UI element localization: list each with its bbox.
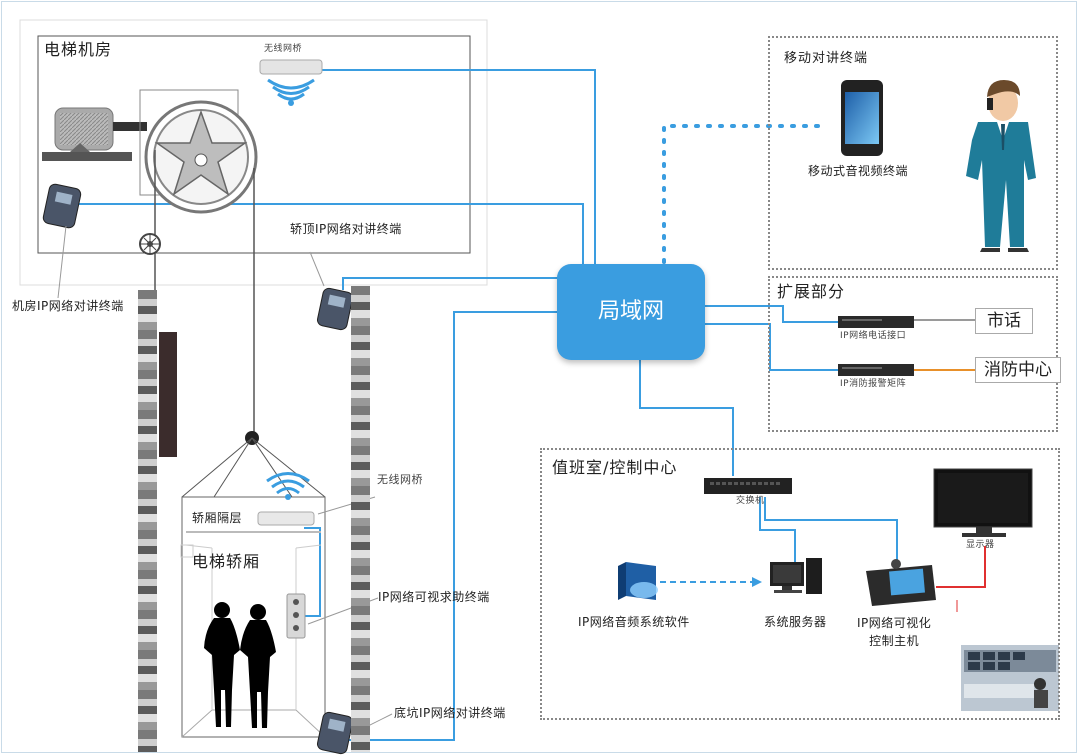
intercom-device-car-top (316, 287, 354, 331)
car-help-terminal-label: IP网络可视求助终端 (378, 590, 490, 604)
shaft-wall-right (351, 286, 370, 752)
control-host-icon (866, 559, 936, 606)
expansion-section-label: 扩展部分 (777, 282, 846, 301)
car-outer (181, 496, 326, 738)
wireless-bridge-car-label: 无线网桥 (377, 473, 423, 486)
businessman-figure (966, 80, 1036, 252)
control-section-label: 值班室/控制中心 (552, 458, 678, 477)
lan-node: 局域网 (557, 264, 705, 360)
switch-device (704, 478, 792, 494)
mobile-section-box (768, 36, 1058, 270)
mobile-phone-device (841, 80, 883, 156)
server-computer-icon (770, 558, 822, 594)
fire-center-box: 消防中心 (975, 357, 1061, 383)
pit-terminal-label: 底坑IP网络对讲终端 (394, 706, 506, 720)
alarm-line (936, 546, 986, 588)
shaft-wall-left (138, 290, 157, 752)
car-top-terminal-label: 轿顶IP网络对讲终端 (290, 222, 402, 236)
passenger-silhouettes (204, 602, 276, 728)
control-section-box (540, 448, 1060, 720)
visual-host-label: IP网络可视化 控制主机 (857, 616, 932, 648)
switch-label: 交换机 (736, 496, 765, 506)
help-terminal-device (286, 593, 306, 639)
monitor-device (933, 468, 1033, 537)
audio-software-label: IP网络音频系统软件 (578, 615, 690, 629)
car-interlayer-label: 轿厢隔层 (192, 511, 243, 525)
wireless-bridge-top-device (259, 59, 323, 106)
mobile-section-label: 移动对讲终端 (784, 51, 869, 66)
elevator-car-label: 电梯轿厢 (192, 552, 261, 571)
network-wires (78, 69, 898, 741)
wireless-bridge-car-device (257, 472, 315, 526)
machine-room-label: 电梯机房 (44, 40, 113, 59)
expansion-section-box (768, 276, 1058, 432)
city-phone-box: 市话 (975, 308, 1033, 334)
intercom-device-machine-room (42, 183, 82, 229)
software-package-icon (618, 562, 658, 600)
intercom-device-pit (316, 711, 354, 755)
small-pulley (139, 233, 161, 255)
mobile-terminal-label: 移动式音视频终端 (808, 164, 909, 178)
monitor-label: 显示器 (966, 540, 995, 550)
counterweight (159, 332, 177, 457)
machine-room-terminal-label: 机房IP网络对讲终端 (12, 299, 124, 313)
drive-sheave (144, 100, 258, 214)
phone-interface-device (838, 316, 914, 328)
fire-matrix-device (838, 364, 914, 376)
fire-matrix-label: IP消防报警矩阵 (840, 379, 907, 389)
system-server-label: 系统服务器 (764, 615, 827, 629)
phone-interface-label: IP网络电话接口 (840, 331, 907, 341)
wireless-bridge-top-label: 无线网桥 (264, 44, 303, 54)
hoist-motor (42, 107, 147, 161)
control-room-photo (961, 645, 1059, 711)
wireless-link-dotted (662, 124, 830, 264)
